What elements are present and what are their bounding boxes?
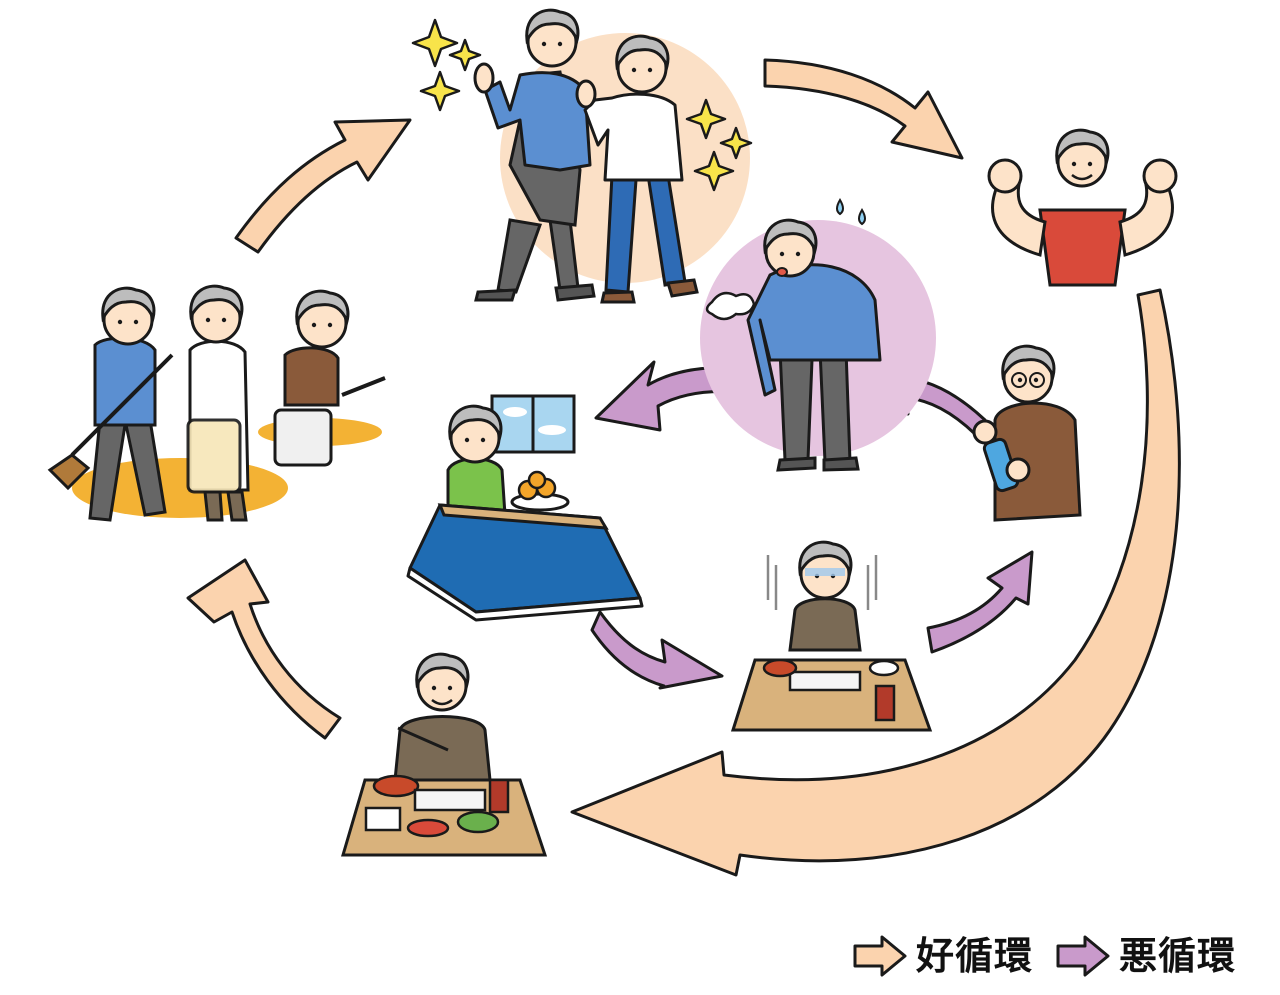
bottle-struggle-icon bbox=[972, 344, 1082, 522]
breath-icon bbox=[705, 291, 756, 321]
sparkle-icon bbox=[411, 18, 753, 192]
good-cycle-arrows bbox=[186, 58, 1181, 877]
good-arrow-icon bbox=[853, 935, 907, 977]
good-arrow-top-left bbox=[234, 118, 412, 254]
bad-arrow-kotatsu-to-meal bbox=[590, 610, 724, 690]
good-arrow-bottom-left bbox=[186, 558, 342, 740]
couple-walking-icon bbox=[411, 8, 753, 304]
legend-bad-label: 悪循環 bbox=[1119, 934, 1237, 978]
bad-arrow-tired-to-kotatsu bbox=[594, 360, 737, 432]
good-arrow-right-long bbox=[570, 288, 1181, 877]
tired-man-icon bbox=[705, 198, 882, 472]
bad-arrow-icon bbox=[1056, 935, 1110, 977]
kotatsu-icon bbox=[406, 394, 644, 622]
small-meal-icon bbox=[730, 540, 933, 732]
legend-good: 好循環 bbox=[852, 928, 1033, 984]
legend-bad: 悪循環 bbox=[1055, 928, 1236, 984]
muscle-man-icon bbox=[987, 128, 1178, 287]
legend-good-label: 好循環 bbox=[916, 934, 1034, 978]
good-arrow-top-right bbox=[763, 58, 964, 160]
sweat-icon bbox=[836, 198, 866, 226]
balanced-meal-icon bbox=[340, 652, 548, 857]
cleanup-icon bbox=[47, 284, 386, 522]
bad-arrow-meal-to-grip bbox=[926, 550, 1034, 654]
